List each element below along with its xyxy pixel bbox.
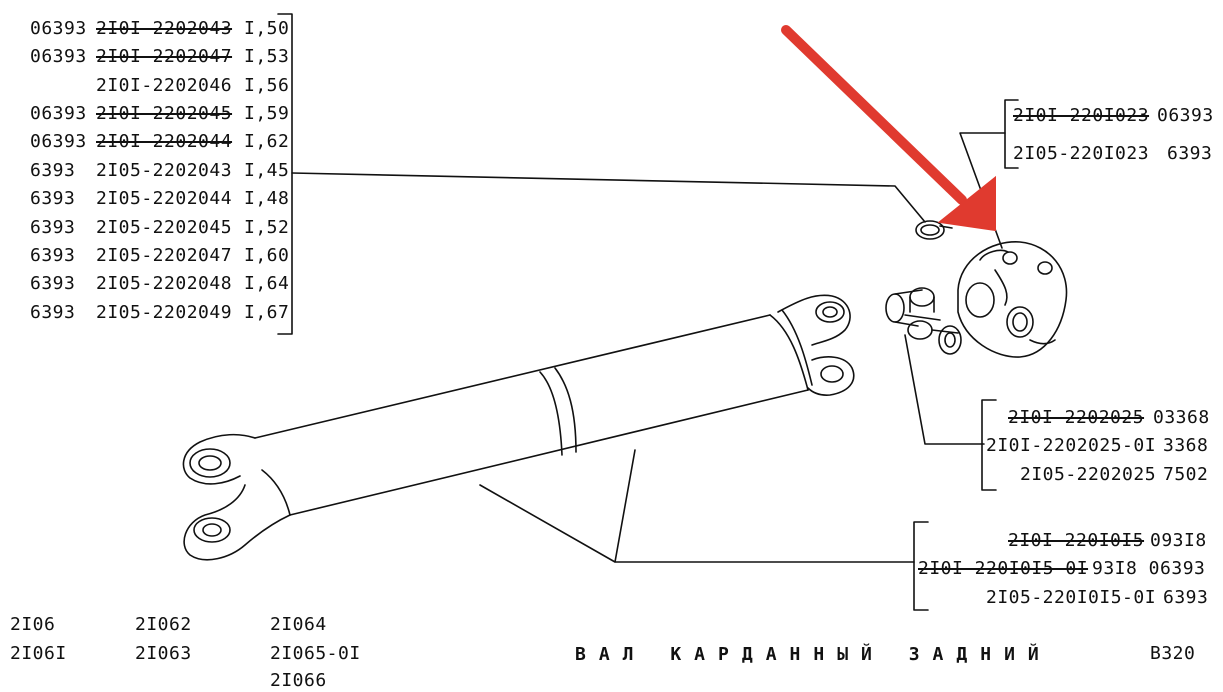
list-row-part: 2I0I-2202043 [96,18,233,39]
list-row-length: I,52 [244,217,290,238]
flange-part [957,241,1068,358]
list-row-part: 2I05-2202045 [96,217,233,238]
list-row: 06393 [30,46,87,67]
list-row-part: 2I0I-2202046 [96,75,233,96]
shaft-code: 93I8 06393 [1092,558,1206,579]
cross-bracket [981,399,997,491]
list-bracket [277,13,293,335]
list-row-part: 2I05-2202048 [96,273,233,294]
list-row-part: 2I0I-2202045 [96,103,233,124]
shaft-part-number: 2I0I-220I0I5 [1008,530,1145,551]
flange-bracket [1004,99,1019,169]
model-code: 2I064 [270,614,327,635]
shaft-part-number: 2I0I-220I0I5-0I [918,558,1089,579]
flange-code: 6393 [1167,143,1213,164]
leader-shaft [479,449,915,563]
shaft-code: 6393 [1163,587,1209,608]
cross-part-number: 2I05-2202025 [1020,464,1157,485]
cross-part [885,287,962,355]
flange-part-number: 2I0I-220I023 [1013,105,1150,126]
circlip-part [915,220,953,240]
model-code: 2I06 [10,614,56,635]
leader-circlip [291,172,926,223]
cross-part-number: 2I0I-2202025 [1008,407,1145,428]
list-row-part: 2I05-2202047 [96,245,233,266]
cross-part-number: 2I0I-2202025-0I [986,435,1157,456]
model-code: 2I065-0I [270,643,361,664]
list-row-length: I,60 [244,245,290,266]
list-row: 6393 [30,302,76,323]
model-code: 2I06I [10,643,67,664]
flange-part-number: 2I05-220I023 [1013,143,1150,164]
model-code: 2I062 [135,614,192,635]
list-row-length: I,56 [244,75,290,96]
list-row-part: 2I0I-2202044 [96,131,233,152]
page-title: ВАЛ КАРДАННЫЙ ЗАДНИЙ [575,644,1052,665]
list-row-length: I,59 [244,103,290,124]
list-row-length: I,45 [244,160,290,181]
shaft-part [182,294,855,561]
list-row-length: I,48 [244,188,290,209]
list-row-part: 2I05-2202049 [96,302,233,323]
shaft-part-number: 2I05-220I0I5-0I [986,587,1157,608]
page-code: В320 [1150,643,1196,664]
model-code: 2I063 [135,643,192,664]
cross-code: 3368 [1163,435,1209,456]
list-row-length: I,50 [244,18,290,39]
model-code: 2I066 [270,670,327,691]
list-row-part: 2I05-2202043 [96,160,233,181]
list-row-length: I,64 [244,273,290,294]
leader-cross [904,334,985,445]
list-row: 6393 [30,245,76,266]
shaft-code: 093I8 [1150,530,1207,551]
flange-code: 06393 [1157,105,1214,126]
list-row-length: I,67 [244,302,290,323]
list-row-length: I,53 [244,46,290,67]
list-row: 6393 [30,160,76,181]
list-row: 6393 [30,188,76,209]
cross-code: 03368 [1153,407,1210,428]
list-row-length: I,62 [244,131,290,152]
list-row: 6393 [30,273,76,294]
list-row: 06393 [30,131,87,152]
list-row-part: 2I0I-2202047 [96,46,233,67]
list-row: 06393 [30,103,87,124]
list-row: 6393 [30,217,76,238]
cross-code: 7502 [1163,464,1209,485]
red-arrow [781,25,996,232]
list-row: 06393 [30,18,87,39]
shaft-bracket [913,521,929,611]
list-row-part: 2I05-2202044 [96,188,233,209]
